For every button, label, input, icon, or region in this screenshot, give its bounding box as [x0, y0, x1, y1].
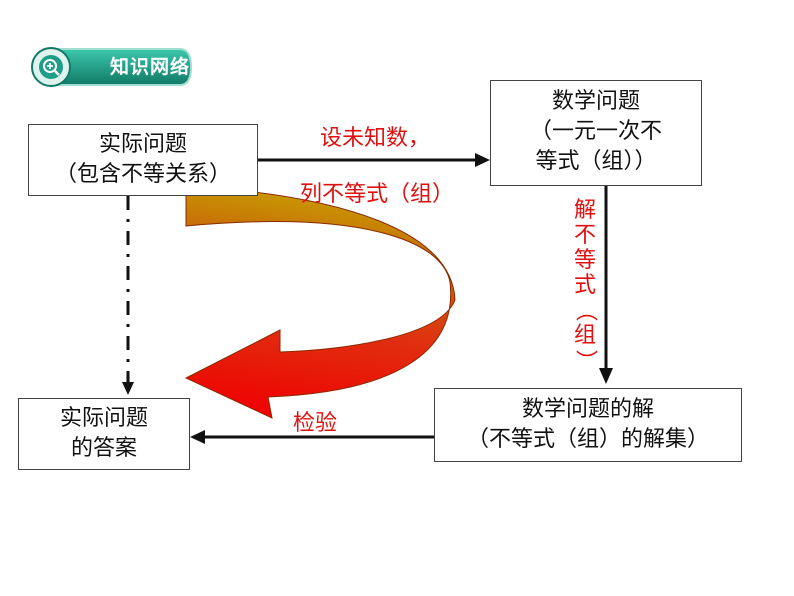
- section-badge: 知识网络: [30, 46, 194, 88]
- badge-label: 知识网络: [110, 56, 191, 78]
- box-real-answer: 实际问题 的答案: [18, 398, 190, 470]
- solve-label-char: （: [572, 299, 598, 322]
- box-text: 实际问题: [98, 132, 187, 157]
- box-math-solution: 数学问题的解 （不等式（组）的解集）: [434, 388, 742, 462]
- box-math-problem: 数学问题 （一元一次不 等式（组））: [490, 80, 702, 186]
- curved-arrow: [184, 185, 456, 419]
- label-check: 检验: [293, 411, 338, 436]
- label-set-unknown: 设未知数，: [320, 126, 431, 151]
- box-text: 数学问题: [551, 89, 640, 114]
- solve-label-char: 组: [573, 323, 596, 348]
- box-text: （一元一次不: [529, 119, 662, 144]
- box-text: 数学问题的解: [521, 397, 654, 422]
- box-real-problem: 实际问题 （包含不等关系）: [28, 124, 258, 196]
- badge-shape: [31, 47, 193, 87]
- solve-label-char: 不: [573, 223, 596, 248]
- box-text: （包含不等关系）: [54, 162, 231, 187]
- box-text: 的答案: [70, 436, 137, 461]
- box-text: 等式（组））: [535, 149, 657, 174]
- box-text: （不等式（组）的解集）: [466, 427, 709, 452]
- solve-label-char: 解: [573, 198, 596, 223]
- box-text: 实际问题: [59, 406, 148, 431]
- solve-label-char: 等: [573, 248, 596, 273]
- solve-label-char: 式: [573, 273, 596, 298]
- label-solve-inequality: 解不等式（组）: [572, 198, 598, 373]
- solve-label-char: ）: [572, 349, 598, 372]
- label-list-inequality: 列不等式（组）: [300, 182, 455, 207]
- zoom-in-icon: [43, 59, 60, 76]
